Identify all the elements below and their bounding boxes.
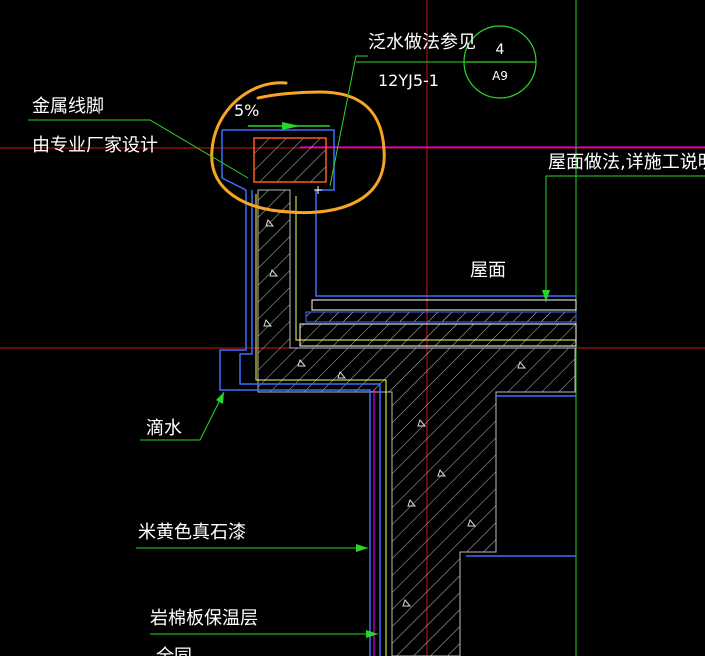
roof-layer-3 (299, 323, 577, 347)
label-roof-practice: 屋面做法,详施工说明 (548, 152, 705, 173)
concrete-structure (257, 189, 577, 656)
annotations: 金属线脚 由专业厂家设计 5% 泛水做法参见 12YJ5-1 屋面做法,详施工说… (32, 32, 705, 656)
label-metal-baseboard: 金属线脚 (32, 96, 104, 117)
leader-lines (28, 55, 705, 635)
coping-outline-2 (221, 130, 247, 191)
label-drip: 滴水 (146, 418, 182, 439)
coping-outline (222, 129, 335, 191)
label-rockwool-insulation: 岩棉板保温层 (150, 608, 258, 629)
yellow-finish-line-right (295, 196, 576, 341)
label-roof: 屋面 (470, 260, 506, 281)
label-slope: 5% (234, 101, 259, 120)
roof-layer-2 (305, 311, 577, 323)
label-flashing-reference: 泛水做法参见 (368, 32, 476, 53)
callout-number: 4 (496, 42, 505, 58)
outer-wall-outline-2 (239, 190, 381, 656)
coping-block (253, 137, 327, 183)
inner-wall-outline (315, 190, 576, 297)
roof-layer-1 (311, 299, 577, 311)
parapet-concrete (257, 189, 576, 656)
label-stone-paint: 米黄色真石漆 (138, 522, 246, 543)
outer-wall-outline (219, 190, 371, 656)
coping-detail (248, 122, 330, 183)
yellow-finish-line-left (255, 194, 387, 656)
leader-drip (140, 391, 225, 441)
wall-outlines (219, 129, 576, 656)
label-atlas-code: 12YJ5-1 (378, 71, 439, 90)
leader-flashing (329, 55, 368, 187)
label-partial-bottom: 全同 (156, 646, 192, 656)
leader-roof-practice (545, 175, 705, 302)
highlight-circle (210, 81, 386, 215)
finish-lines (255, 194, 576, 656)
detail-callout: 4 A9 (356, 25, 537, 99)
cursor-marker (314, 186, 322, 194)
leader-metal-baseboard (28, 119, 249, 179)
callout-sheet: A9 (492, 69, 508, 83)
leader-arrowheads (216, 290, 550, 638)
concrete-aggregate-marks (263, 218, 527, 607)
slope-arrow (282, 122, 300, 130)
label-designed-by-manufacturer: 由专业厂家设计 (32, 135, 158, 156)
